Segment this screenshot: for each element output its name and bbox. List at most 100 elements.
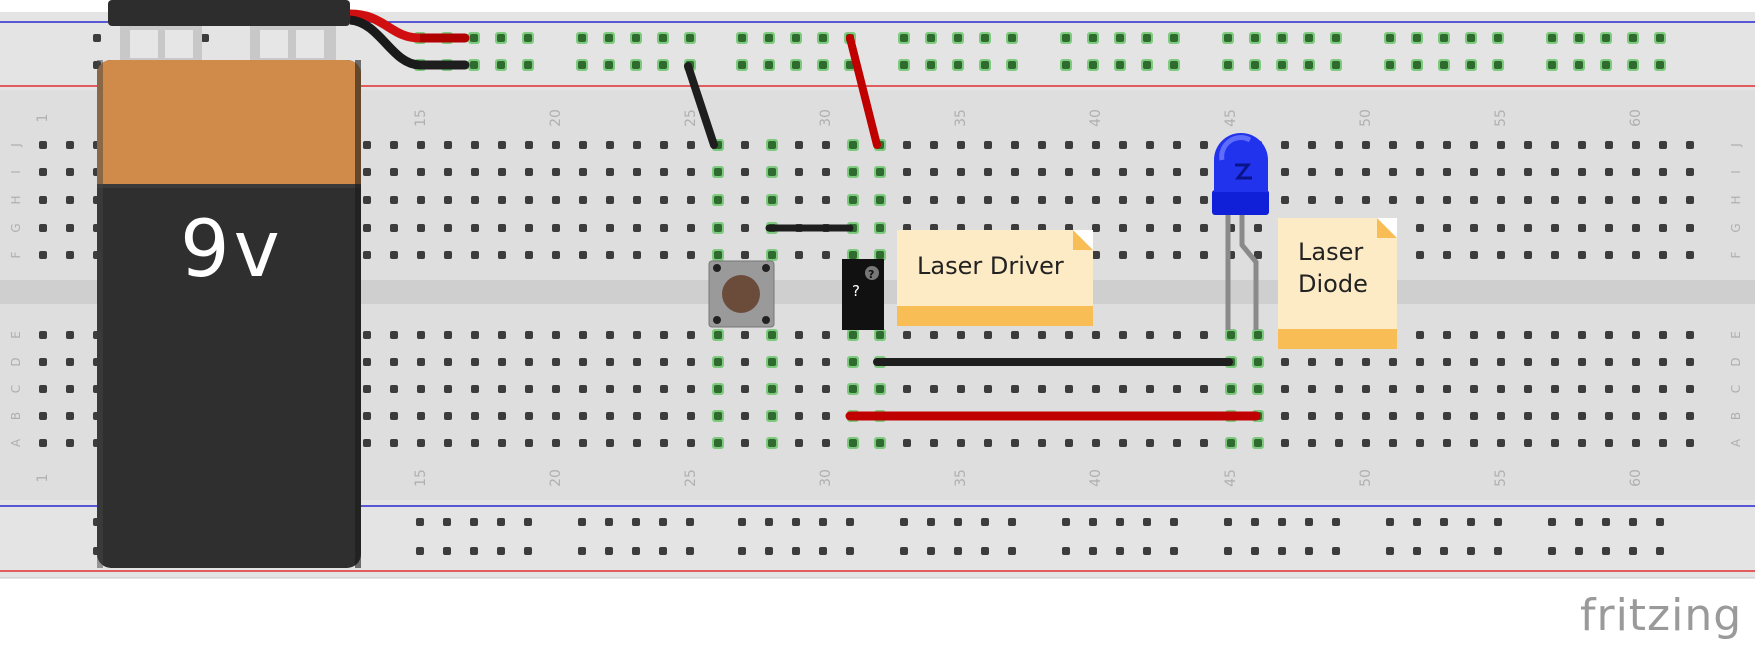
breadboard-hole <box>363 224 371 232</box>
breadboard-hole <box>766 410 778 422</box>
breadboard-hole <box>363 385 371 393</box>
breadboard-hole <box>390 439 398 447</box>
breadboard-hole <box>1546 59 1558 71</box>
breadboard-hole <box>822 331 830 339</box>
column-number: 1 <box>35 474 51 483</box>
battery-red-wire[interactable] <box>349 9 421 43</box>
breadboard-hole <box>417 412 425 420</box>
breadboard-hole <box>579 168 587 176</box>
breadboard-hole <box>1443 224 1451 232</box>
column-number: 20 <box>548 469 564 487</box>
breadboard-hole <box>1578 385 1586 393</box>
breadboard-hole <box>822 141 830 149</box>
breadboard-hole <box>1006 59 1018 71</box>
column-number: 25 <box>683 469 699 487</box>
row-label: B <box>1729 412 1743 420</box>
breadboard-hole <box>1249 32 1261 44</box>
mystery-part-ic[interactable]: ? ? <box>842 259 884 330</box>
breadboard-hole <box>984 141 992 149</box>
breadboard-hole <box>790 32 802 44</box>
breadboard-hole <box>1632 358 1640 366</box>
breadboard-hole <box>471 385 479 393</box>
battery-9v[interactable] <box>97 0 361 568</box>
breadboard-hole <box>1411 59 1423 71</box>
breadboard-hole <box>390 196 398 204</box>
breadboard-hole <box>1605 196 1613 204</box>
breadboard-hole <box>39 331 47 339</box>
breadboard-hole <box>1119 385 1127 393</box>
breadboard-hole <box>1146 251 1154 259</box>
breadboard-hole <box>1632 196 1640 204</box>
breadboard-hole <box>1065 385 1073 393</box>
breadboard-hole <box>1252 383 1264 395</box>
breadboard-hole <box>1200 331 1208 339</box>
breadboard-hole <box>444 412 452 420</box>
breadboard-hole <box>606 168 614 176</box>
breadboard-hole <box>1308 439 1316 447</box>
breadboard-hole <box>1114 32 1126 44</box>
breadboard-hole <box>390 168 398 176</box>
breadboard-hole <box>684 32 696 44</box>
breadboard-hole <box>1602 547 1610 555</box>
breadboard-hole <box>1632 168 1640 176</box>
breadboard-hole <box>1416 141 1424 149</box>
breadboard-hole <box>1225 329 1237 341</box>
breadboard-hole <box>1141 59 1153 71</box>
breadboard-hole <box>1116 547 1124 555</box>
breadboard-hole <box>606 439 614 447</box>
breadboard-hole <box>416 518 424 526</box>
breadboard-hole <box>1551 251 1559 259</box>
breadboard-hole <box>738 518 746 526</box>
breadboard-hole <box>1416 251 1424 259</box>
breadboard-hole <box>417 196 425 204</box>
breadboard-hole <box>579 224 587 232</box>
battery-black-wire[interactable] <box>349 15 421 70</box>
breadboard-hole <box>1278 518 1286 526</box>
breadboard-hole <box>579 331 587 339</box>
breadboard-hole <box>201 34 209 42</box>
breadboard-hole <box>795 168 803 176</box>
breadboard-hole <box>363 331 371 339</box>
breadboard-hole <box>1087 59 1099 71</box>
note-laser-driver[interactable]: Laser Driver <box>897 230 1093 326</box>
breadboard-hole <box>1438 32 1450 44</box>
red-jumper-wire-rail[interactable] <box>846 34 881 149</box>
breadboard-hole <box>417 439 425 447</box>
breadboard-hole <box>1605 385 1613 393</box>
breadboard-hole <box>1605 331 1613 339</box>
breadboard-hole <box>1062 547 1070 555</box>
breadboard-hole <box>822 168 830 176</box>
breadboard-hole <box>1170 518 1178 526</box>
breadboard-hole <box>471 251 479 259</box>
push-button[interactable] <box>708 260 775 328</box>
breadboard-hole <box>1416 412 1424 420</box>
breadboard-hole <box>766 329 778 341</box>
breadboard-hole <box>1143 518 1151 526</box>
breadboard-hole <box>39 412 47 420</box>
breadboard-hole <box>984 196 992 204</box>
breadboard-hole <box>417 358 425 366</box>
column-number: 1 <box>35 114 51 123</box>
note-laser-diode[interactable]: Laser Diode <box>1278 218 1397 349</box>
breadboard-hole <box>1632 331 1640 339</box>
breadboard-hole <box>817 59 829 71</box>
breadboard-hole <box>1146 439 1154 447</box>
black-jumper-wire-rail[interactable] <box>684 62 718 149</box>
breadboard-hole <box>1659 385 1667 393</box>
breadboard-hole <box>1006 32 1018 44</box>
breadboard-hole <box>874 222 886 234</box>
breadboard-hole <box>525 141 533 149</box>
breadboard-hole <box>1335 358 1343 366</box>
breadboard-hole <box>660 224 668 232</box>
breadboard-hole <box>1551 358 1559 366</box>
breadboard-hole <box>1686 358 1694 366</box>
breadboard-hole <box>1524 439 1532 447</box>
breadboard-hole <box>1686 168 1694 176</box>
breadboard-hole <box>605 547 613 555</box>
blue-led[interactable] <box>1212 133 1269 330</box>
breadboard-hole <box>603 59 615 71</box>
breadboard-hole <box>957 439 965 447</box>
breadboard-hole <box>1686 385 1694 393</box>
breadboard-hole <box>1038 168 1046 176</box>
breadboard-hole <box>984 168 992 176</box>
